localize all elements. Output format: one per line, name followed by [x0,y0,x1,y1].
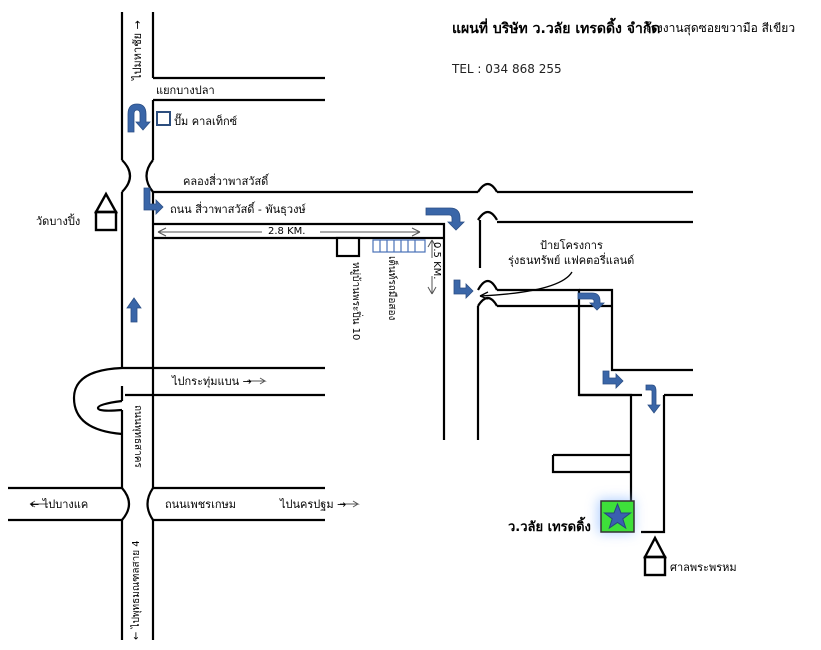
distance-2-8km-line [157,227,421,237]
label-to-bang-khae: ← ไปบางแค [30,498,89,511]
road-right-zigzag [579,288,693,534]
label-to-phutthamonthon-4: ← ไปพุทธมณฑลสาย 4 [131,540,142,640]
gas-station-icon [156,111,171,126]
label-distance-2-8km: 2.8 KM. [268,226,306,237]
small-arrow-right-nakhonpathom [340,500,360,508]
label-to-nakhon-pathom: ไปนครปฐม → [280,498,347,511]
label-company: ว.วลัย เทรดดิ้ง [508,520,591,535]
bridge-mid-4 [477,296,498,307]
turn-down-arrow-icon-1 [425,207,465,231]
label-project-sign-line1: ป้ายโครงการ [540,239,603,252]
page-title: แผนที่ บริษัท ว.วลัย เทรดดิ้ง จำกัด [452,21,661,37]
bridge-mid-2 [477,210,498,221]
u-turn-inner [96,399,123,412]
page-subtitle: โรงงานสุดซอยขวามือ สีเขียว [644,21,796,35]
project-sign-callout-head [479,291,489,300]
road-si-wa-pha-sawat [153,220,693,440]
uturn-arrow-icon [127,103,151,133]
label-gas-station: ปั๊ม คาลเท็กซ์ [174,115,238,128]
label-village: หมู่บ้านพระปิ่น 10 [350,262,361,341]
bridge-mid-1 [477,182,498,193]
down-arrow-icon [645,384,661,414]
road-phetkasem [8,486,325,522]
up-arrow-icon [126,297,142,323]
telephone: TEL : 034 868 255 [452,62,562,76]
turn-down-arrow-icon-2 [577,292,605,311]
label-thanon-si-wa-pha-sawat: ถนน สี่วาพาสวัสดิ์ - พันธุวงษ์ [170,203,306,216]
turn-right-arrow-icon-3 [602,370,624,389]
road-middle [476,288,633,532]
distance-0-5km-line [427,239,437,295]
used-car-lot-icon [372,239,426,253]
label-maek-bang-pla: แยกบางปลา [156,84,215,97]
small-arrow-left-bangkhae [29,500,48,508]
u-turn-outer [72,366,123,436]
bridge-mid-3 [477,279,498,291]
shrine-icon [643,535,667,577]
label-phutthasakhon: ถนนพุทธสาคร [132,405,143,468]
label-phetkasem: ถนนเพชรเกษม [165,498,237,511]
road-bang-pla [153,76,325,102]
village-icon [335,236,361,258]
project-sign-callout [479,271,573,297]
label-khlong-si-wa-pha-sawat: คลองสี่วาพาสวัสดิ์ [183,175,269,188]
road-soi-stub [551,453,631,474]
bridge-phetkasem-right [146,487,154,521]
small-arrow-right-krathum [247,377,267,385]
road-krathum-baen [122,366,325,397]
bridge-main-left [121,159,132,193]
turn-right-arrow-icon-2 [453,279,474,299]
label-distance-0-5km: 0.5 KM. [431,242,442,280]
temple-icon [93,191,119,232]
turn-right-arrow-icon-1 [143,187,164,215]
label-to-krathum-baen: ไปกระทุ่มแบน → [172,375,252,388]
label-shrine: ศาลพระพรหม [670,561,737,574]
label-used-car-lot: เต็นท์รถมือสอง [386,256,397,321]
star-icon [603,502,632,530]
label-project-sign-line2: รุ่งธนทรัพย์ แฟคตอรี่แลนด์ [508,254,635,267]
label-to-mahachai: ไปมหาชัย → [131,20,144,80]
bridge-main-right [145,159,154,193]
label-wat-bang-ping: วัดบางปิ้ง [36,215,81,228]
bridge-phetkasem-left [121,487,131,521]
